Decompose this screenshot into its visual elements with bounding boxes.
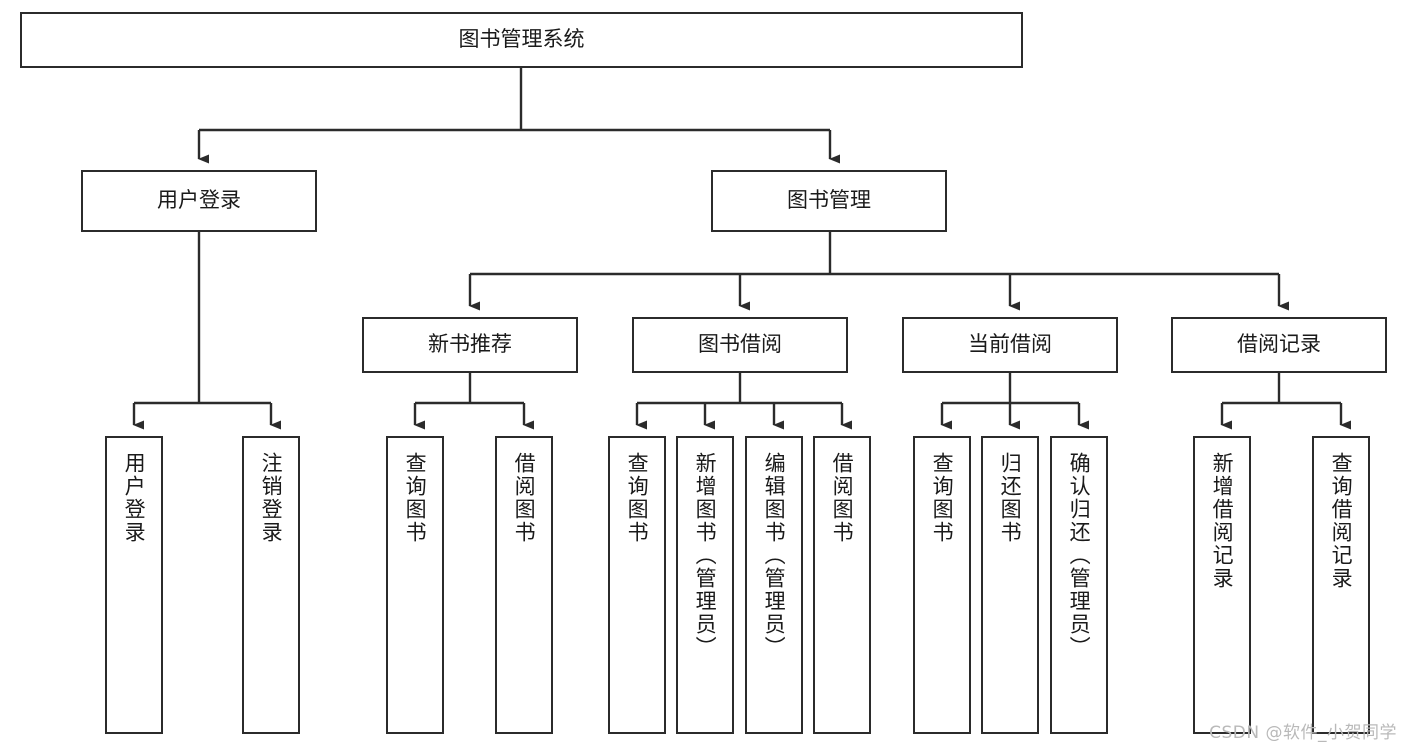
leaf-borrow-borrow-book-label: 借阅图书 (830, 452, 855, 544)
csdn-watermark: CSDN @软件_小贺同学 (1209, 723, 1397, 743)
leaf-record-add-record[interactable]: 新增借阅记录 (1193, 436, 1251, 734)
leaf-borrow-add-book-label: 新增图书（管理员） (693, 452, 718, 659)
leaf-borrow-edit-book-label: 编辑图书（管理员） (762, 452, 787, 659)
node-root[interactable]: 图书管理系统 (20, 12, 1023, 68)
node-book-borrow[interactable]: 图书借阅 (632, 317, 848, 373)
leaf-current-confirm-return[interactable]: 确认归还（管理员） (1050, 436, 1108, 734)
leaf-recommend-query-book[interactable]: 查询图书 (386, 436, 444, 734)
leaf-borrow-edit-book[interactable]: 编辑图书（管理员） (745, 436, 803, 734)
leaf-current-query-book[interactable]: 查询图书 (913, 436, 971, 734)
node-borrow-record[interactable]: 借阅记录 (1171, 317, 1387, 373)
node-root-label: 图书管理系统 (458, 27, 585, 52)
leaf-borrow-query-book[interactable]: 查询图书 (608, 436, 666, 734)
node-book-borrow-label: 图书借阅 (698, 332, 782, 357)
leaf-current-confirm-return-label: 确认归还（管理员） (1067, 452, 1092, 659)
leaf-user-login[interactable]: 用户登录 (105, 436, 163, 734)
node-new-book-recommend[interactable]: 新书推荐 (362, 317, 578, 373)
node-user-login[interactable]: 用户登录 (81, 170, 317, 232)
node-new-book-recommend-label: 新书推荐 (428, 332, 512, 357)
leaf-current-query-book-label: 查询图书 (930, 452, 955, 544)
node-current-borrow-label: 当前借阅 (968, 332, 1052, 357)
node-user-login-label: 用户登录 (157, 188, 241, 213)
leaf-current-return-book[interactable]: 归还图书 (981, 436, 1039, 734)
leaf-user-login-label: 用户登录 (122, 452, 147, 544)
leaf-borrow-add-book[interactable]: 新增图书（管理员） (676, 436, 734, 734)
leaf-current-return-book-label: 归还图书 (998, 452, 1023, 544)
leaf-user-logout-label: 注销登录 (259, 452, 284, 544)
leaf-borrow-query-book-label: 查询图书 (625, 452, 650, 544)
node-book-management[interactable]: 图书管理 (711, 170, 947, 232)
leaf-record-add-record-label: 新增借阅记录 (1210, 452, 1235, 590)
node-current-borrow[interactable]: 当前借阅 (902, 317, 1118, 373)
leaf-user-logout[interactable]: 注销登录 (242, 436, 300, 734)
leaf-recommend-borrow-book-label: 借阅图书 (512, 452, 537, 544)
leaf-record-query-record[interactable]: 查询借阅记录 (1312, 436, 1370, 734)
leaf-recommend-borrow-book[interactable]: 借阅图书 (495, 436, 553, 734)
leaf-borrow-borrow-book[interactable]: 借阅图书 (813, 436, 871, 734)
node-borrow-record-label: 借阅记录 (1237, 332, 1321, 357)
leaf-record-query-record-label: 查询借阅记录 (1329, 452, 1354, 590)
node-book-management-label: 图书管理 (787, 188, 871, 213)
leaf-recommend-query-book-label: 查询图书 (403, 452, 428, 544)
